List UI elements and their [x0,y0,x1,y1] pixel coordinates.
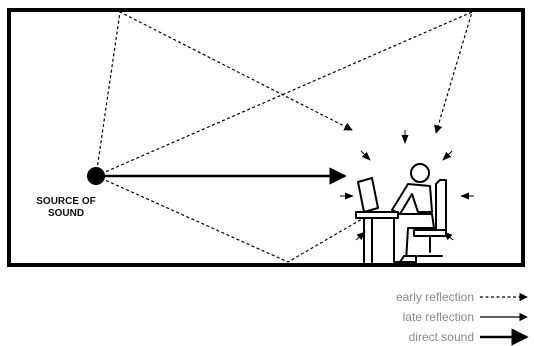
reflection-path-floor [95,175,375,263]
legend-early-reflection-label: early reflection [396,290,474,304]
room-outline [7,8,525,267]
listener-at-computer-icon [355,163,447,263]
legend-late-reflection-label: late reflection [403,310,474,324]
late-reflection-arrows [340,130,474,241]
early-reflection-paths [95,10,473,263]
legend: early reflection late reflection direct … [396,290,529,346]
source-label-line1: SOURCE OF [36,196,95,207]
sound-source-dot [87,167,105,185]
reflection-path-ceiling-2 [95,10,473,177]
reflection-path-ceiling-1 [95,11,353,177]
legend-direct-sound-label: direct sound [409,330,474,344]
source-label-line2: SOUND [48,208,84,219]
